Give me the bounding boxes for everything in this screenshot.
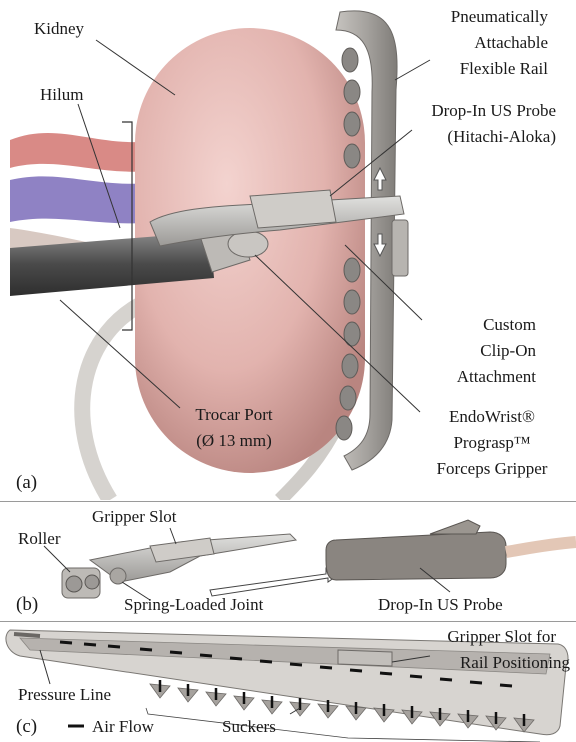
panel-tag-b: (b)	[16, 594, 38, 615]
label-probe-1: Drop-In US Probe	[431, 101, 556, 120]
label-trocar-1: Trocar Port	[195, 405, 273, 424]
panel-b-illustration: Gripper Slot Roller Spring-Loaded Joint …	[0, 502, 576, 620]
panel-a-illustration: Kidney Hilum Pneumatically Attachable Fl…	[0, 0, 576, 500]
panel-c: Gripper Slot for Rail Positioning Pressu…	[0, 622, 576, 742]
roller	[62, 568, 100, 598]
label-clip-1: Custom	[483, 315, 536, 334]
clip-on-attachment	[392, 220, 408, 276]
label-roller: Roller	[18, 529, 61, 548]
us-probe-tab	[430, 520, 480, 534]
us-probe-body	[326, 532, 506, 580]
panel-c-illustration: Gripper Slot for Rail Positioning Pressu…	[0, 622, 576, 742]
insertion-arrow	[210, 568, 342, 596]
label-hilum: Hilum	[40, 85, 83, 104]
label-forceps-2: Prograsp™	[453, 433, 530, 452]
label-air-flow: Air Flow	[92, 717, 155, 736]
spring-joint	[110, 568, 126, 584]
label-suckers: Suckers	[222, 717, 276, 736]
label-trocar-2: (Ø 13 mm)	[196, 431, 272, 450]
label-probe-2: (Hitachi-Aloka)	[447, 127, 556, 146]
label-forceps-3: Forceps Gripper	[437, 459, 548, 478]
label-clip-2: Clip-On	[480, 341, 536, 360]
label-kidney: Kidney	[34, 19, 85, 38]
panel-b: Gripper Slot Roller Spring-Loaded Joint …	[0, 502, 576, 620]
us-probe-cable	[506, 542, 576, 552]
pressure-line	[14, 634, 40, 636]
air-flow-legend: Air Flow	[68, 717, 155, 736]
label-forceps-1: EndoWrist®	[449, 407, 535, 426]
label-rail-1: Pneumatically	[451, 7, 549, 26]
label-rail-3: Flexible Rail	[460, 59, 549, 78]
label-rail-gripper-slot-2: Rail Positioning	[460, 653, 571, 672]
gripper-slot-part	[150, 538, 214, 562]
rail-gripper-slot	[338, 650, 392, 666]
gripper-slot-block	[250, 190, 336, 228]
panel-a: Kidney Hilum Pneumatically Attachable Fl…	[0, 0, 576, 500]
label-us-probe: Drop-In US Probe	[378, 595, 503, 614]
label-spring-joint: Spring-Loaded Joint	[124, 595, 264, 614]
label-rail-gripper-slot-1: Gripper Slot for	[447, 627, 556, 646]
label-rail-2: Attachable	[474, 33, 548, 52]
panel-tag-c: (c)	[16, 716, 37, 737]
label-gripper-slot: Gripper Slot	[92, 507, 177, 526]
panel-tag-a: (a)	[16, 472, 37, 493]
label-pressure-line: Pressure Line	[18, 685, 111, 704]
label-clip-3: Attachment	[457, 367, 537, 386]
